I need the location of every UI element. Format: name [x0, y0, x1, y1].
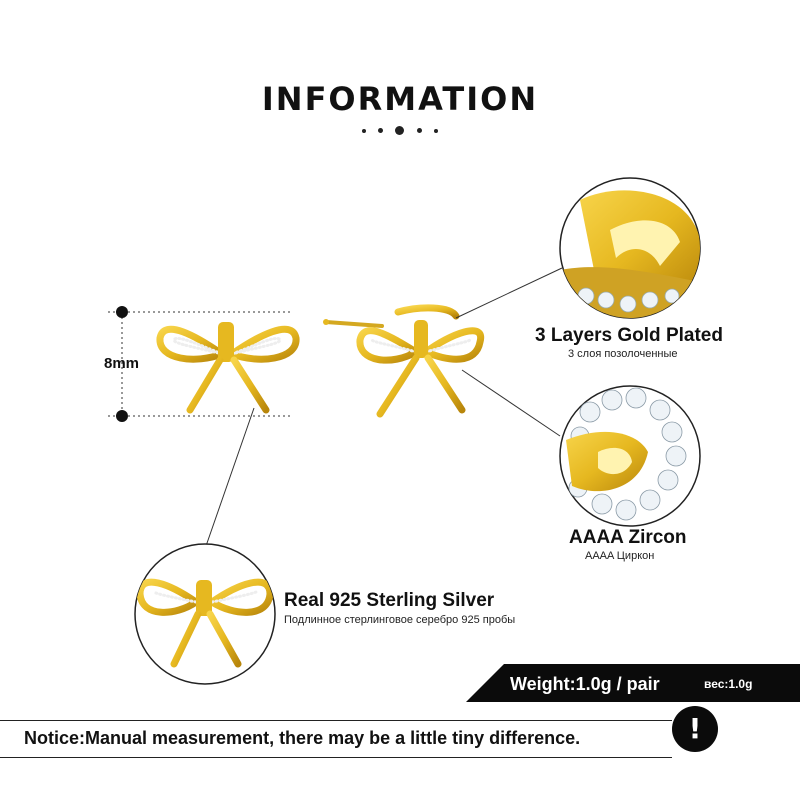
feature-subtitle-gold-plated: 3 слоя позолоченные [568, 348, 678, 360]
exclamation-icon: ! [672, 706, 718, 752]
feature-subtitle-sterling-silver: Подлинное стерлинговое серебро 925 пробы [284, 614, 516, 626]
feature-title-sterling-silver: Real 925 Sterling Silver [284, 590, 495, 611]
feature-subtitle-zircon: AAAA Циркон [585, 550, 655, 562]
weight-label-ru: вес:1.0g [704, 677, 753, 691]
sterling-silver-detail-icon [134, 543, 276, 685]
page-title: INFORMATION [261, 80, 539, 118]
dimension-markers [108, 306, 290, 422]
gold-plating-detail-icon [559, 177, 701, 319]
dimension-label: 8mm [104, 355, 140, 372]
zircon-detail-icon [559, 385, 701, 527]
earring-side-icon [323, 304, 485, 418]
feature-title-gold-plated: 3 Layers Gold Plated [535, 325, 723, 346]
weight-banner [466, 664, 800, 702]
notice-frame [0, 720, 672, 758]
earring-front-icon [156, 322, 300, 414]
notice-text: Notice:Manual measurement, there may be … [24, 728, 581, 748]
feature-title-zircon: AAAA Zircon [569, 527, 687, 548]
leader-lines [205, 267, 563, 547]
weight-label: Weight:1.0g / pair [510, 674, 660, 694]
title-divider-dots [360, 124, 440, 138]
